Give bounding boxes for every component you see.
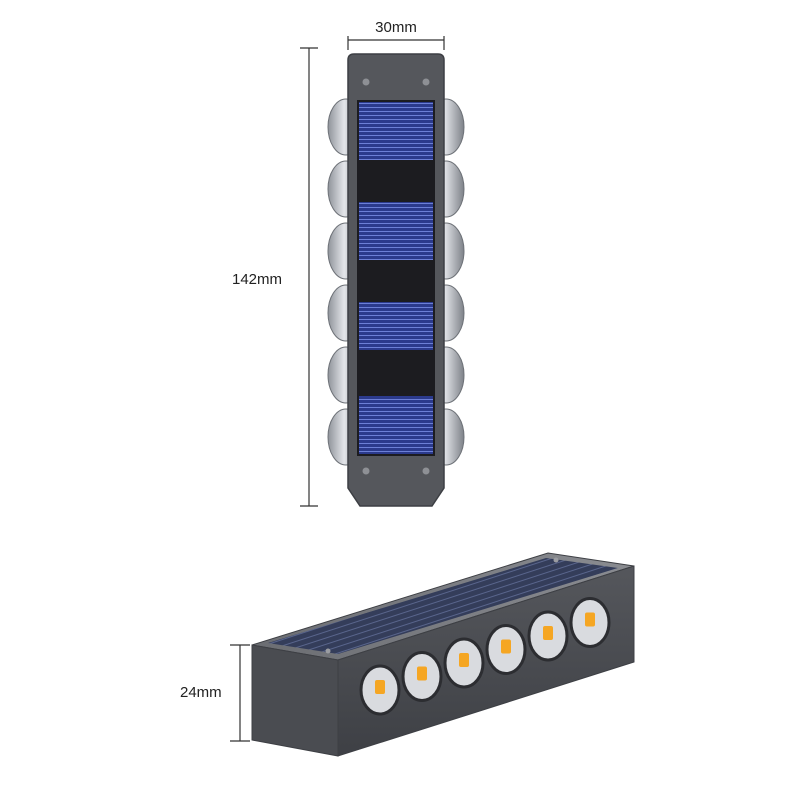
side-view-end-face xyxy=(251,644,339,757)
led-chip xyxy=(375,680,385,694)
screw-hole-top-right xyxy=(422,78,430,86)
front-lamp-5 xyxy=(527,610,569,662)
side-view: 24mm xyxy=(180,552,635,757)
front-lamp-group xyxy=(359,597,611,716)
side-view-solar-panel xyxy=(268,558,618,654)
front-lamp-6 xyxy=(569,597,611,648)
height-dimension xyxy=(300,47,318,507)
led-chip xyxy=(501,639,511,654)
front-lamp-1 xyxy=(359,664,401,716)
led-chip xyxy=(585,612,595,627)
height-label: 142mm xyxy=(232,271,282,288)
solar-cell-strip-2 xyxy=(359,202,433,260)
solar-gap-2 xyxy=(359,260,433,302)
front-lamp-4 xyxy=(485,624,527,675)
front-lamp-2 xyxy=(401,651,443,702)
solar-cell-strip-1 xyxy=(359,102,433,160)
screw-hole-bottom-right xyxy=(422,467,430,475)
screw-hole-top-left xyxy=(362,78,370,86)
solar-cell-strip-4 xyxy=(359,396,433,454)
led-chip xyxy=(417,666,427,681)
width-label: 30mm xyxy=(375,19,417,36)
depth-label: 24mm xyxy=(180,684,222,701)
side-view-front-face xyxy=(337,565,635,757)
side-screw-left xyxy=(325,648,331,654)
solar-cell-strip-3 xyxy=(359,302,433,350)
front-lamp-3 xyxy=(443,637,485,689)
screw-hole-bottom-left xyxy=(362,467,370,475)
side-screw-right xyxy=(553,557,559,563)
solar-gap-3 xyxy=(359,350,433,396)
width-dimension xyxy=(347,36,445,50)
solar-gap-1 xyxy=(359,160,433,202)
depth-dimension xyxy=(230,644,250,742)
top-view: 30mm 142mm xyxy=(232,19,465,507)
led-chip xyxy=(459,653,469,667)
led-chip xyxy=(543,626,553,640)
